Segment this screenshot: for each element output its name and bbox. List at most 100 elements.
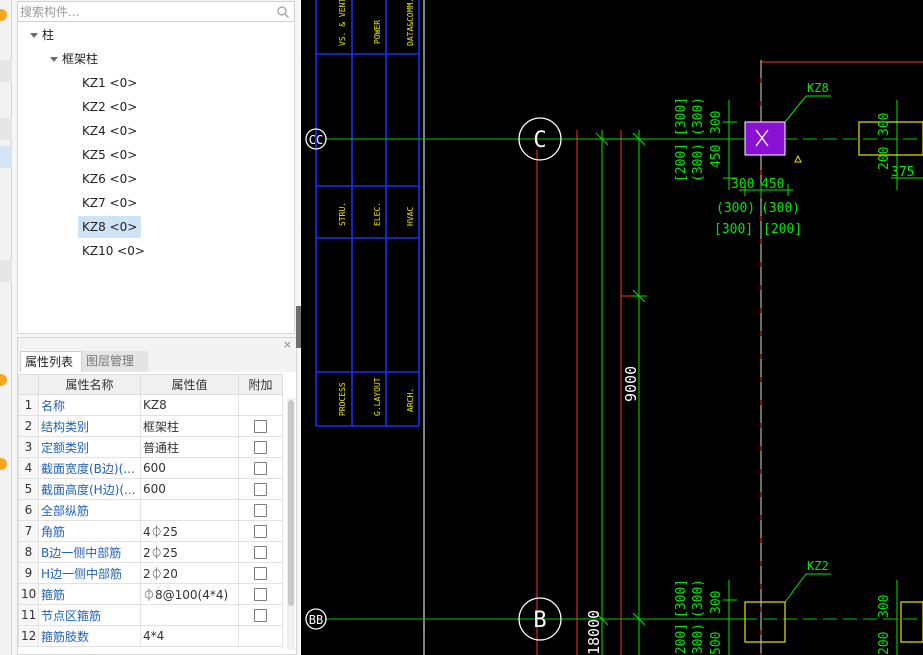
tree-leaf-kz7[interactable]: KZ7 <0> [82, 196, 138, 210]
axis-label-cc: CC [309, 133, 323, 147]
column-adjacent[interactable] [900, 601, 923, 643]
cad-drawing-canvas[interactable]: VS. & VENT. POWER DATA&COMM. STRU. ELEC.… [301, 0, 923, 655]
warning-triangle-icon[interactable] [794, 154, 802, 163]
tree-leaf-kz6[interactable]: KZ6 <0> [82, 172, 138, 186]
scrollbar-thumb[interactable] [288, 400, 294, 606]
property-name: 箍筋 [38, 583, 141, 605]
column-adjacent[interactable] [858, 121, 923, 156]
tree-leaf-kz8-selected[interactable]: KZ8 <0> [78, 216, 142, 238]
extra-cell [238, 520, 283, 542]
property-scrollbar[interactable] [287, 398, 295, 650]
axis-bubble-bb[interactable] [305, 608, 327, 630]
attach-checkbox[interactable] [254, 588, 267, 601]
grid-axis-lines [325, 138, 923, 620]
collapsed-panel-badge[interactable] [0, 9, 7, 21]
expand-arrow-icon[interactable] [30, 33, 38, 38]
dim-text: [200] [674, 143, 689, 182]
attach-checkbox[interactable] [254, 441, 267, 454]
panel-splitter-handle[interactable] [296, 306, 301, 348]
tree-leaf-kz5[interactable]: KZ5 <0> [82, 148, 138, 162]
tree-leaf-kz10[interactable]: KZ10 <0> [82, 244, 145, 258]
axis-bubble-c[interactable] [518, 117, 562, 161]
search-icon[interactable] [276, 5, 290, 19]
dock-tab-active[interactable] [0, 146, 12, 168]
extra-cell [238, 499, 283, 521]
property-value[interactable]: KZ8 [140, 394, 239, 416]
titleblock-label: G.LAYOUT [373, 377, 382, 416]
attach-checkbox[interactable] [254, 504, 267, 517]
collapsed-panel-badge[interactable] [0, 458, 7, 470]
dim-span-9000: 9000 [622, 366, 640, 402]
axis-bubble-b[interactable] [518, 597, 562, 641]
attach-checkbox[interactable] [254, 546, 267, 559]
dim-text: 300 [731, 177, 754, 192]
axis-bubble-cc[interactable] [305, 128, 327, 150]
dock-tab[interactable] [0, 260, 12, 282]
property-value[interactable]: ⏀8@100(4*4) [140, 583, 239, 605]
tab-property-list[interactable]: 属性列表 [20, 351, 82, 372]
dim-text: (300) [691, 623, 706, 655]
collapsed-panel-badge[interactable] [0, 374, 7, 386]
dim-text: [300] [674, 579, 689, 618]
close-icon[interactable]: × [282, 338, 292, 351]
property-value[interactable]: 2⏀20 [140, 562, 239, 584]
tree-leaf-kz1[interactable]: KZ1 <0> [82, 76, 138, 90]
attach-checkbox[interactable] [254, 420, 267, 433]
titleblock-label: ELEC. [373, 202, 382, 226]
axis-label-bb: BB [309, 613, 323, 627]
property-value[interactable] [140, 499, 239, 521]
tree-node-label: 柱 [42, 28, 55, 42]
tree-node-column[interactable]: 柱 [30, 24, 54, 46]
tree-leaf-kz4[interactable]: KZ4 <0> [82, 124, 138, 138]
property-value[interactable]: 4*4 [140, 625, 239, 647]
dock-tab[interactable] [0, 60, 12, 82]
property-value[interactable]: 600 [140, 478, 239, 500]
attach-checkbox[interactable] [254, 525, 267, 538]
property-name: H边一侧中部筋 [38, 562, 141, 584]
tree-node-frame-column[interactable]: 框架柱 [50, 48, 98, 70]
titleblock-label: HVAC [406, 207, 415, 226]
column-kz2[interactable] [744, 601, 786, 643]
search-input[interactable] [20, 3, 272, 20]
row-index: 8 [18, 541, 39, 563]
property-value[interactable]: 4⏀25 [140, 520, 239, 542]
column-header-name: 属性名称 [38, 374, 141, 395]
dim-text: 300 [709, 591, 724, 614]
property-value[interactable]: 2⏀25 [140, 541, 239, 563]
property-value[interactable] [140, 604, 239, 626]
column-kz8-selected[interactable] [744, 121, 786, 156]
column-tag-kz8: KZ8 [807, 81, 829, 95]
dim-text: (300) [716, 201, 755, 216]
column-header-extra: 附加 [238, 374, 283, 395]
left-dock-strip [0, 0, 12, 655]
expand-arrow-icon[interactable] [50, 57, 58, 62]
column-tag-kz2: KZ2 [807, 559, 829, 573]
tab-layer-management[interactable]: 图层管理 [82, 351, 148, 372]
property-value[interactable]: 普通柱 [140, 436, 239, 458]
attach-checkbox[interactable] [254, 609, 267, 622]
property-value[interactable]: 框架柱 [140, 415, 239, 437]
attach-checkbox[interactable] [254, 567, 267, 580]
row-index: 2 [18, 415, 39, 437]
component-tree: 柱 框架柱 KZ1 <0> KZ2 <0> KZ4 <0> KZ5 <0> KZ… [17, 22, 295, 334]
dock-tab[interactable] [0, 118, 12, 140]
dim-text: [200] [763, 222, 802, 237]
tree-leaf-kz2[interactable]: KZ2 <0> [82, 100, 138, 114]
attach-checkbox[interactable] [254, 462, 267, 475]
property-value[interactable]: 600 [140, 457, 239, 479]
tree-node-label: 框架柱 [62, 52, 99, 66]
attach-checkbox[interactable] [254, 483, 267, 496]
